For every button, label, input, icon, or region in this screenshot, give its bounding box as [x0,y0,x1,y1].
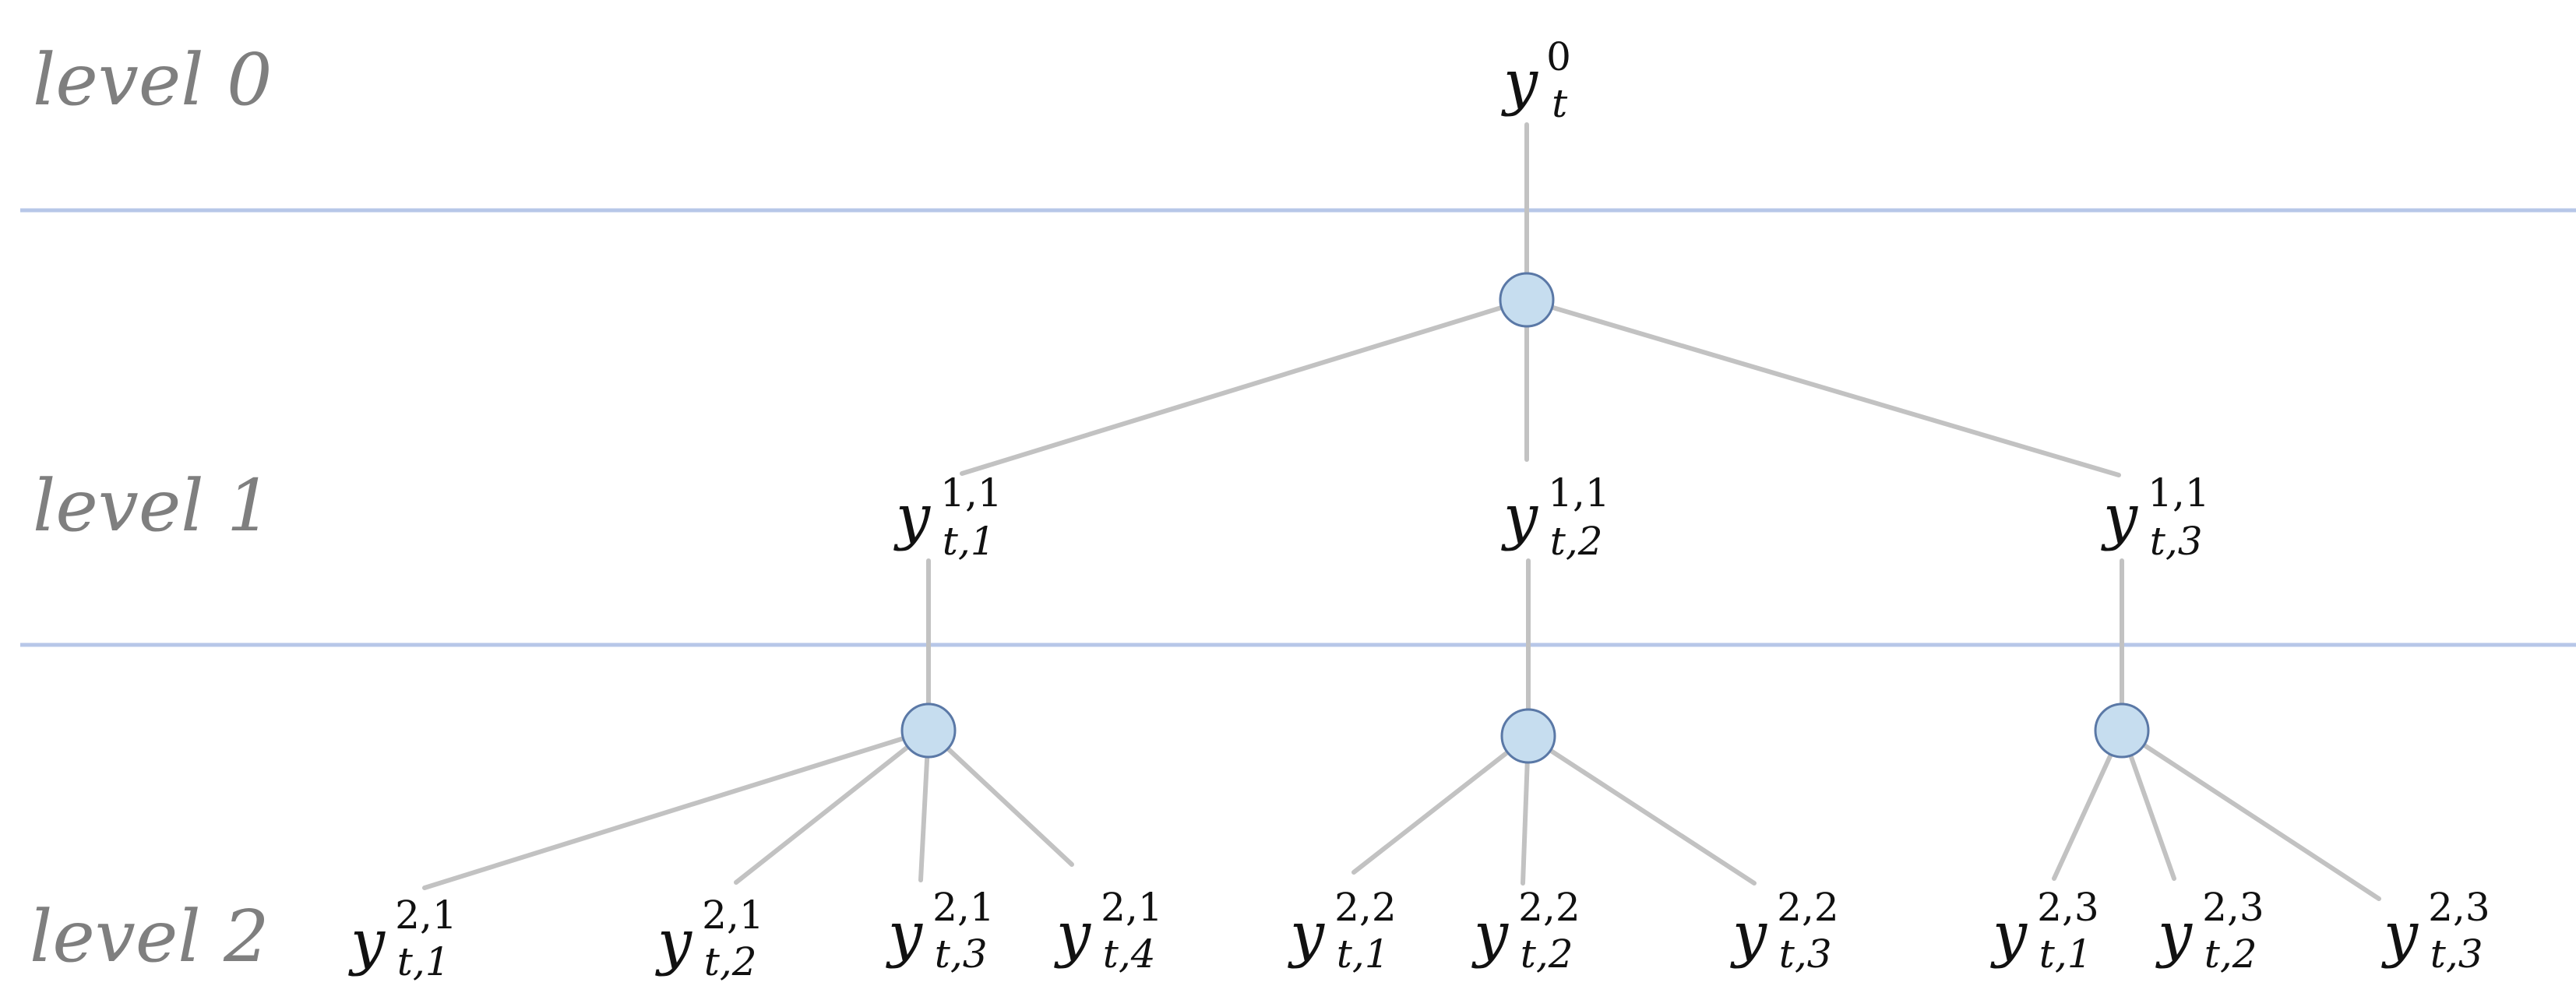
level2-node-9-base: y [2155,900,2193,970]
level-1-label: level 1 [33,464,273,548]
level2-node-9-sub: t,2 [2204,931,2257,977]
level-0-label: level 0 [33,38,273,121]
junction-node-3 [2094,702,2150,759]
edge-junction-1-to-level2-1 [422,728,931,890]
level1-node-3-sub: t,3 [2150,519,2203,564]
level2-node-3-label: y 2,1 t,3 [886,885,999,977]
edge-junction-0-to-level1-3 [1524,298,2121,477]
level1-node-2-label: y 1,1 t,2 [1501,470,1614,564]
level1-node-1-sup: 1,1 [940,470,1003,516]
level2-node-5-sub: t,1 [1337,931,1390,977]
level2-node-8-base: y [1990,900,2028,970]
node-labels: y 0 t y 1,1 t,1 y 1,1 t,2 y 1,1 t,3 y 2,… [348,34,2494,984]
level1-node-2-base: y [1501,482,1538,552]
level2-node-2-label: y 2,1 t,2 [655,893,768,984]
level2-node-5-base: y [1288,900,1325,970]
level2-node-3-base: y [886,900,923,970]
level2-node-9-label: y 2,3 t,2 [2155,885,2268,977]
edge-junction-2-to-level2-7 [1526,734,1757,886]
edge-junction-0-to-level1-1 [960,298,1529,476]
level2-node-4-label: y 2,1 t,4 [1054,885,1167,977]
tree-edges [422,122,2381,901]
junction-node-2 [1500,708,1556,764]
level2-node-9-sup: 2,3 [2202,885,2264,930]
level2-node-10-sub: t,3 [2430,931,2483,977]
edge-junction-1-to-level2-2 [734,728,931,885]
junction-node-1 [900,702,957,759]
level1-node-1-label: y 1,1 t,1 [893,470,1006,564]
level2-node-3-sub: t,3 [935,931,988,977]
level2-node-6-label: y 2,2 t,2 [1471,885,1584,977]
level2-node-10-label: y 2,3 t,3 [2381,885,2494,977]
junction-node-0 [1499,272,1555,328]
level2-node-4-sup: 2,1 [1101,885,1163,930]
edge-junction-2-to-level2-5 [1351,734,1531,875]
level2-node-5-label: y 2,2 t,1 [1288,885,1401,977]
level2-node-1-base: y [348,907,386,977]
edge-junction-1-to-level2-4 [926,728,1074,867]
level1-node-3-sup: 1,1 [2148,470,2210,516]
level2-node-7-label: y 2,2 t,3 [1730,885,1843,977]
root-node-sup: 0 [1546,34,1571,79]
level1-node-2-sup: 1,1 [1548,470,1610,516]
level-labels: level 0 level 1 level 2 [30,38,273,978]
level2-node-2-sub: t,2 [704,939,757,984]
root-node-sub: t [1552,81,1568,126]
level1-node-2-sub: t,2 [1550,519,1603,564]
root-node-base: y [1501,48,1538,118]
level2-node-4-sub: t,4 [1103,931,1156,977]
level2-node-6-sup: 2,2 [1518,885,1580,930]
edge-junction-3-to-level2-10 [2120,728,2381,901]
level2-node-10-base: y [2381,900,2419,970]
level1-node-1-base: y [893,482,931,552]
level2-node-4-base: y [1054,900,1091,970]
level2-node-6-base: y [1471,900,1509,970]
level2-node-8-sub: t,1 [2039,931,2092,977]
level2-node-3-sup: 2,1 [932,885,995,930]
level2-node-1-sup: 2,1 [395,893,457,938]
level2-node-7-sub: t,3 [1779,931,1832,977]
level2-node-7-sup: 2,2 [1777,885,1839,930]
root-node-label: y 0 t [1501,34,1575,126]
level2-node-8-label: y 2,3 t,1 [1990,885,2103,977]
level2-node-10-sup: 2,3 [2428,885,2490,930]
level2-node-7-base: y [1730,900,1767,970]
level2-node-5-sup: 2,2 [1334,885,1397,930]
level2-node-1-label: y 2,1 t,1 [348,893,461,984]
level1-node-3-base: y [2101,482,2138,552]
level-separators [20,208,2576,647]
level2-node-1-sub: t,1 [397,939,450,984]
level2-node-2-sup: 2,1 [702,893,764,938]
level2-node-6-sub: t,2 [1521,931,1573,977]
junctions [900,272,2150,764]
level2-node-2-base: y [655,907,692,977]
level2-node-8-sup: 2,3 [2037,885,2099,930]
level1-node-1-sub: t,1 [943,519,996,564]
level-2-label: level 2 [30,895,270,978]
level1-node-3-label: y 1,1 t,3 [2101,470,2214,564]
